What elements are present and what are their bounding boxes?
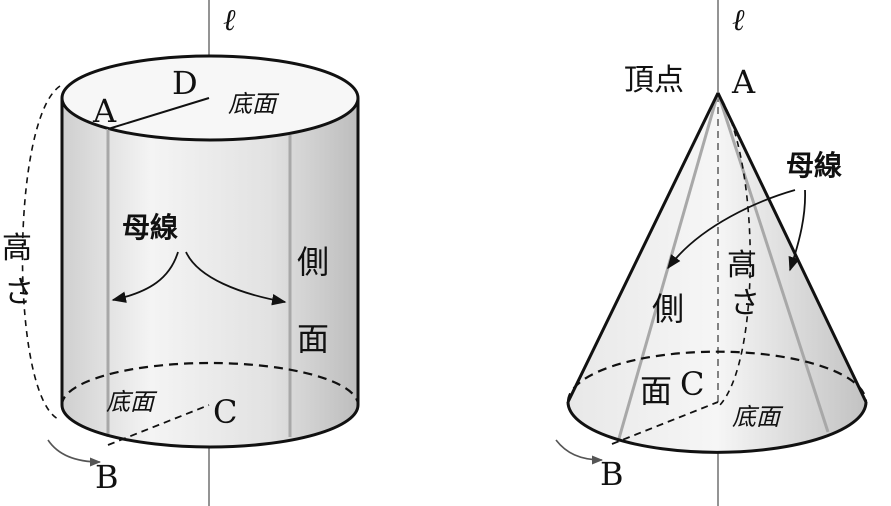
cone-base-back bbox=[566, 350, 868, 403]
cone-vertex-label: 頂点 bbox=[624, 63, 684, 98]
cylinder-top-base-label: 底面 bbox=[228, 90, 280, 118]
cylinder-height-label-2: さ bbox=[4, 275, 34, 310]
cylinder-radius-bc bbox=[107, 404, 210, 446]
cylinder-generatrix-arrow-right bbox=[185, 251, 287, 306]
cone-rotation-arrow bbox=[555, 439, 604, 465]
cylinder-lateral-label-2: 面 bbox=[297, 320, 329, 358]
cylinder-bottom-front bbox=[60, 404, 360, 449]
cylinder-height-label-1: 高 bbox=[2, 231, 32, 266]
cylinder-height-bracket bbox=[21, 85, 61, 421]
cylinder-bottom-base-label: 底面 bbox=[106, 388, 158, 416]
cone-point-c: C bbox=[680, 365, 704, 403]
cylinder-lateral-surface bbox=[62, 98, 358, 447]
cone-lateral-label-1: 側 bbox=[652, 290, 684, 328]
cylinder-lateral-label-1: 側 bbox=[297, 243, 329, 281]
cylinder-axis-label: ℓ bbox=[223, 3, 236, 38]
cone-side-left bbox=[566, 92, 720, 403]
cylinder-rotation-arrow bbox=[47, 439, 102, 467]
cone-height-label-1: 高 bbox=[727, 248, 757, 283]
cone-generatrix-arrow-left bbox=[667, 189, 796, 270]
cone-generatrix-label: 母線 bbox=[786, 149, 842, 182]
cone-base-label: 底面 bbox=[732, 403, 784, 431]
cylinder-point-a: A bbox=[92, 92, 117, 130]
cone-generatrix-right bbox=[716, 92, 830, 433]
cylinder: ℓ A D 底面 母線 側 面 高 さ 底面 C B bbox=[2, 0, 360, 506]
cone-point-a: A bbox=[731, 63, 756, 101]
cone-height-bracket bbox=[719, 99, 752, 406]
cone-lateral-surface bbox=[568, 93, 866, 453]
cylinder-radius-ad bbox=[107, 97, 210, 130]
cylinder-point-d: D bbox=[172, 64, 198, 102]
cylinder-generatrix-arrow-left bbox=[111, 251, 179, 303]
cone-side-right bbox=[716, 92, 868, 403]
cylinder-generatrix-label: 母線 bbox=[122, 211, 178, 244]
cone: ℓ 頂点 A 母線 高 さ 側 面 C 底面 B bbox=[555, 0, 868, 506]
cone-generatrix-arrow-right bbox=[788, 189, 806, 272]
cone-lateral-label-2: 面 bbox=[640, 372, 672, 410]
cone-base-front bbox=[566, 401, 868, 454]
cone-point-b: B bbox=[600, 455, 624, 493]
cylinder-point-c: C bbox=[213, 393, 237, 431]
cone-axis-label: ℓ bbox=[732, 3, 745, 38]
cylinder-point-b: B bbox=[95, 458, 119, 496]
cone-height-label-2: さ bbox=[730, 286, 760, 321]
